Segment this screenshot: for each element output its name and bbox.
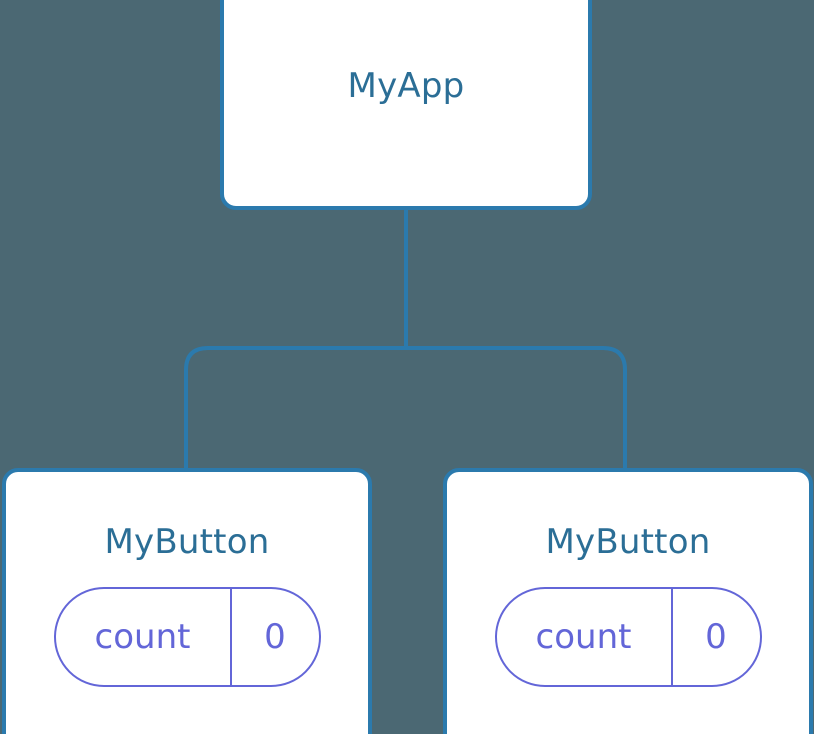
node-title: MyApp [347,66,465,106]
state-value-label: 0 [705,617,727,657]
state-key: count [56,589,232,685]
state-pill[interactable]: count 0 [494,587,762,687]
state-key-label: count [535,617,632,657]
edge-root-to-right-child [406,346,627,470]
node-title: MyButton [104,522,270,562]
state-pill[interactable]: count 0 [53,587,321,687]
node-mybutton-left[interactable]: MyButton count 0 [2,468,372,734]
edge-root-to-left-child [184,210,408,470]
node-mybutton-right[interactable]: MyButton count 0 [443,468,813,734]
state-key: count [497,589,673,685]
state-value: 0 [673,589,760,685]
state-value-label: 0 [264,617,286,657]
node-myapp[interactable]: MyApp [220,0,592,210]
state-key-label: count [94,617,191,657]
state-value: 0 [232,589,319,685]
node-title: MyButton [545,522,711,562]
